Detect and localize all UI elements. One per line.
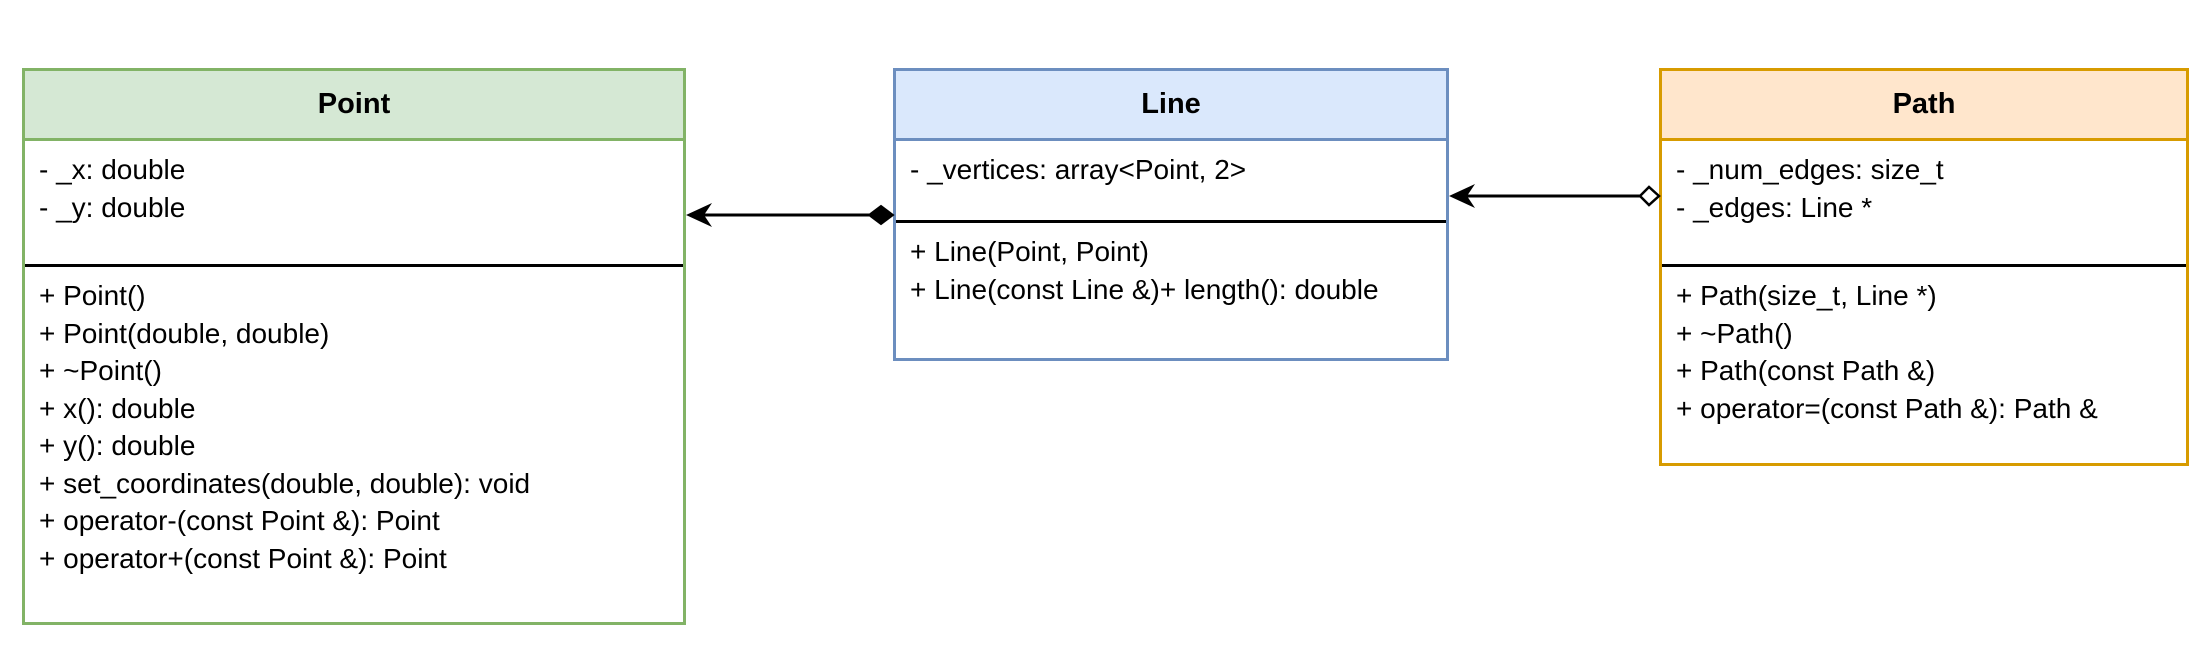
path-class-name: Path [1662,71,2186,141]
line-attribute-vertices: - _vertices: array<Point, 2> [910,154,1247,185]
point-attribute-x: - _x: double [39,154,186,185]
path-method-destructor: + ~Path() [1676,317,1793,349]
path-attribute-num-edges: - _num_edges: size_t [1676,154,1944,185]
composition-diamond-icon [867,204,895,226]
path-attributes: - _num_edges: size_t - _edges: Line * [1662,141,2186,267]
line-class-box[interactable]: Line - _vertices: array<Point, 2> + Line… [893,68,1449,361]
line-attributes: - _vertices: array<Point, 2> [896,141,1446,223]
line-method-copy-constructor-length: + Line(const Line &)+ length(): double [910,273,1379,305]
point-methods: + Point() + Point(double, double) + ~Poi… [25,267,683,577]
line-methods: + Line(Point, Point) + Line(const Line &… [896,223,1446,308]
path-class-box[interactable]: Path - _num_edges: size_t - _edges: Line… [1659,68,2189,466]
composition-line-to-point[interactable] [686,203,895,227]
path-method-copy-constructor: + Path(const Path &) [1676,355,1936,386]
point-class-box[interactable]: Point - _x: double - _y: double + Point(… [22,68,686,625]
point-method-destructor: + ~Point() [39,355,162,386]
line-class-name: Line [896,71,1446,141]
point-method-constructor: + Point(double, double) [39,317,330,349]
point-attributes: - _x: double - _y: double [25,141,683,267]
path-method-constructor: + Path(size_t, Line *) [1676,280,1937,311]
point-method-default-constructor: + Point() [39,280,146,311]
line-method-constructor: + Line(Point, Point) [910,236,1149,267]
path-methods: + Path(size_t, Line *) + ~Path() + Path(… [1662,267,2186,427]
aggregation-diamond-icon [1638,185,1661,207]
aggregation-path-to-line[interactable] [1449,184,1661,208]
arrowhead-point-icon [686,203,712,227]
path-attribute-edges: - _edges: Line * [1676,191,1873,223]
point-method-operator-minus: + operator-(const Point &): Point [39,505,440,536]
point-method-y: + y(): double [39,430,196,461]
point-class-name: Point [25,71,683,141]
arrowhead-line-icon [1449,184,1475,208]
point-method-x: + x(): double [39,392,196,424]
path-method-operator-assign: + operator=(const Path &): Path & [1676,392,2098,424]
point-method-operator-plus: + operator+(const Point &): Point [39,542,447,574]
point-attribute-y: - _y: double [39,191,186,223]
point-method-set-coordinates: + set_coordinates(double, double): void [39,467,531,499]
